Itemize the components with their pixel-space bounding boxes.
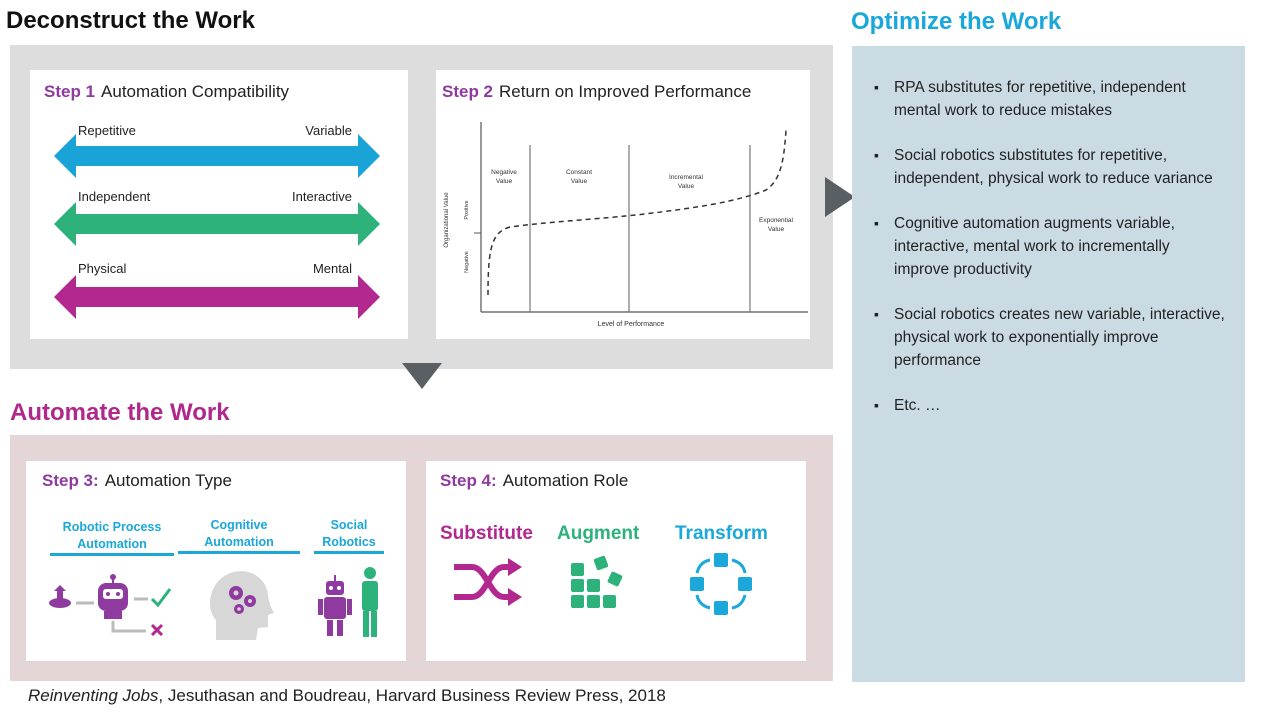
region-label: Exponential: [759, 217, 794, 224]
optimize-bullet: Social robotics creates new variable, in…: [868, 303, 1228, 372]
step2-title: Return on Improved Performance: [499, 82, 752, 101]
independent-interactive-arrow: [54, 202, 380, 246]
step2-number: Step 2: [442, 82, 494, 101]
process-icon: [49, 574, 172, 637]
automation-type-rpa: Robotic Process Automation: [50, 519, 174, 556]
step4-header: Step 4: Automation Role: [440, 471, 628, 491]
type-line2: Robotics: [322, 535, 376, 549]
step3-number: Step 3:: [42, 471, 99, 490]
step2-card: Step 2 Return on Improved Performance Org…: [436, 70, 810, 339]
shuffle-icon: [454, 558, 522, 606]
arrow-left-label: Physical: [78, 261, 127, 276]
arrow-left-label: Repetitive: [78, 123, 136, 138]
citation-rest: , Jesuthasan and Boudreau, Harvard Busin…: [158, 686, 666, 705]
region-label: Value: [678, 183, 695, 190]
physical-mental-arrow: [54, 275, 380, 319]
y-negative-label: Negative: [464, 251, 470, 273]
step3-card: Step 3: Automation Type Robotic Process A…: [26, 461, 406, 661]
automate-title: Automate the Work: [10, 399, 230, 426]
y-positive-label: Positive: [464, 200, 470, 219]
deconstruct-title: Deconstruct the Work: [6, 7, 255, 34]
step1-title: Automation Compatibility: [101, 82, 290, 101]
type-line2: Automation: [204, 535, 274, 549]
brain-gears-icon: [210, 571, 274, 640]
automation-type-social: Social Robotics: [314, 517, 384, 554]
role-augment: Augment: [557, 523, 640, 544]
arrow-right-label: Mental: [312, 261, 352, 276]
citation-title: Reinventing Jobs: [28, 686, 159, 705]
step3-header: Step 3: Automation Type: [42, 471, 232, 491]
down-arrow-icon: [402, 363, 442, 389]
cycle-squares-icon: [690, 553, 752, 615]
type-underline: [50, 553, 174, 556]
value-curve: [487, 129, 787, 296]
step4-title: Automation Role: [502, 471, 629, 490]
type-line1: Social: [330, 518, 368, 532]
optimize-title: Optimize the Work: [851, 8, 1062, 35]
repetitive-variable-arrow: [54, 134, 380, 178]
optimize-bullet: RPA substitutes for repetitive, independ…: [868, 76, 1228, 122]
region-label: Constant: [566, 169, 592, 176]
role-transform: Transform: [675, 523, 768, 544]
y-axis-label: Organizational Value: [444, 192, 450, 248]
arrow-right-label: Variable: [305, 123, 352, 138]
right-arrow-icon: [825, 177, 855, 217]
step1-header: Step 1 Automation Compatibility: [44, 82, 289, 102]
type-underline: [314, 551, 384, 554]
step4-card: Step 4: Automation Role Substitute Augmen…: [426, 461, 806, 661]
x-axis-label: Level of Performance: [598, 321, 665, 328]
blocks-icon: [571, 555, 623, 608]
type-underline: [178, 551, 300, 554]
performance-value-chart: Organizational Value Positive Negative L…: [444, 122, 808, 328]
step1-number: Step 1: [44, 82, 96, 101]
region-label: Negative: [491, 169, 517, 176]
region-label: Value: [768, 226, 785, 233]
region-label: Value: [571, 178, 588, 185]
step3-title: Automation Type: [104, 471, 232, 490]
optimize-panel: RPA substitutes for repetitive, independ…: [852, 46, 1245, 682]
region-label: Incremental: [669, 174, 704, 181]
arrow-right-label: Interactive: [292, 189, 352, 204]
type-line2: Automation: [77, 537, 147, 551]
type-line1: Robotic Process: [62, 520, 162, 534]
step2-header: Step 2 Return on Improved Performance: [442, 82, 751, 102]
region-label: Value: [496, 178, 513, 185]
optimize-bullet: Social robotics substitutes for repetiti…: [868, 144, 1228, 190]
citation: Reinventing Jobs, Jesuthasan and Boudrea…: [28, 686, 666, 706]
automation-type-cognitive: Cognitive Automation: [178, 517, 300, 554]
optimize-bullet: Cognitive automation augments variable, …: [868, 212, 1228, 281]
step1-card: Step 1 Automation Compatibility Repetitiv…: [30, 70, 408, 339]
optimize-bullet: Etc. …: [868, 394, 1228, 417]
optimize-bullet-list: RPA substitutes for repetitive, independ…: [868, 76, 1228, 439]
arrow-left-label: Independent: [78, 189, 151, 204]
step4-number: Step 4:: [440, 471, 497, 490]
role-substitute: Substitute: [440, 523, 533, 544]
type-line1: Cognitive: [210, 518, 268, 532]
robot-human-icon: [318, 567, 378, 637]
